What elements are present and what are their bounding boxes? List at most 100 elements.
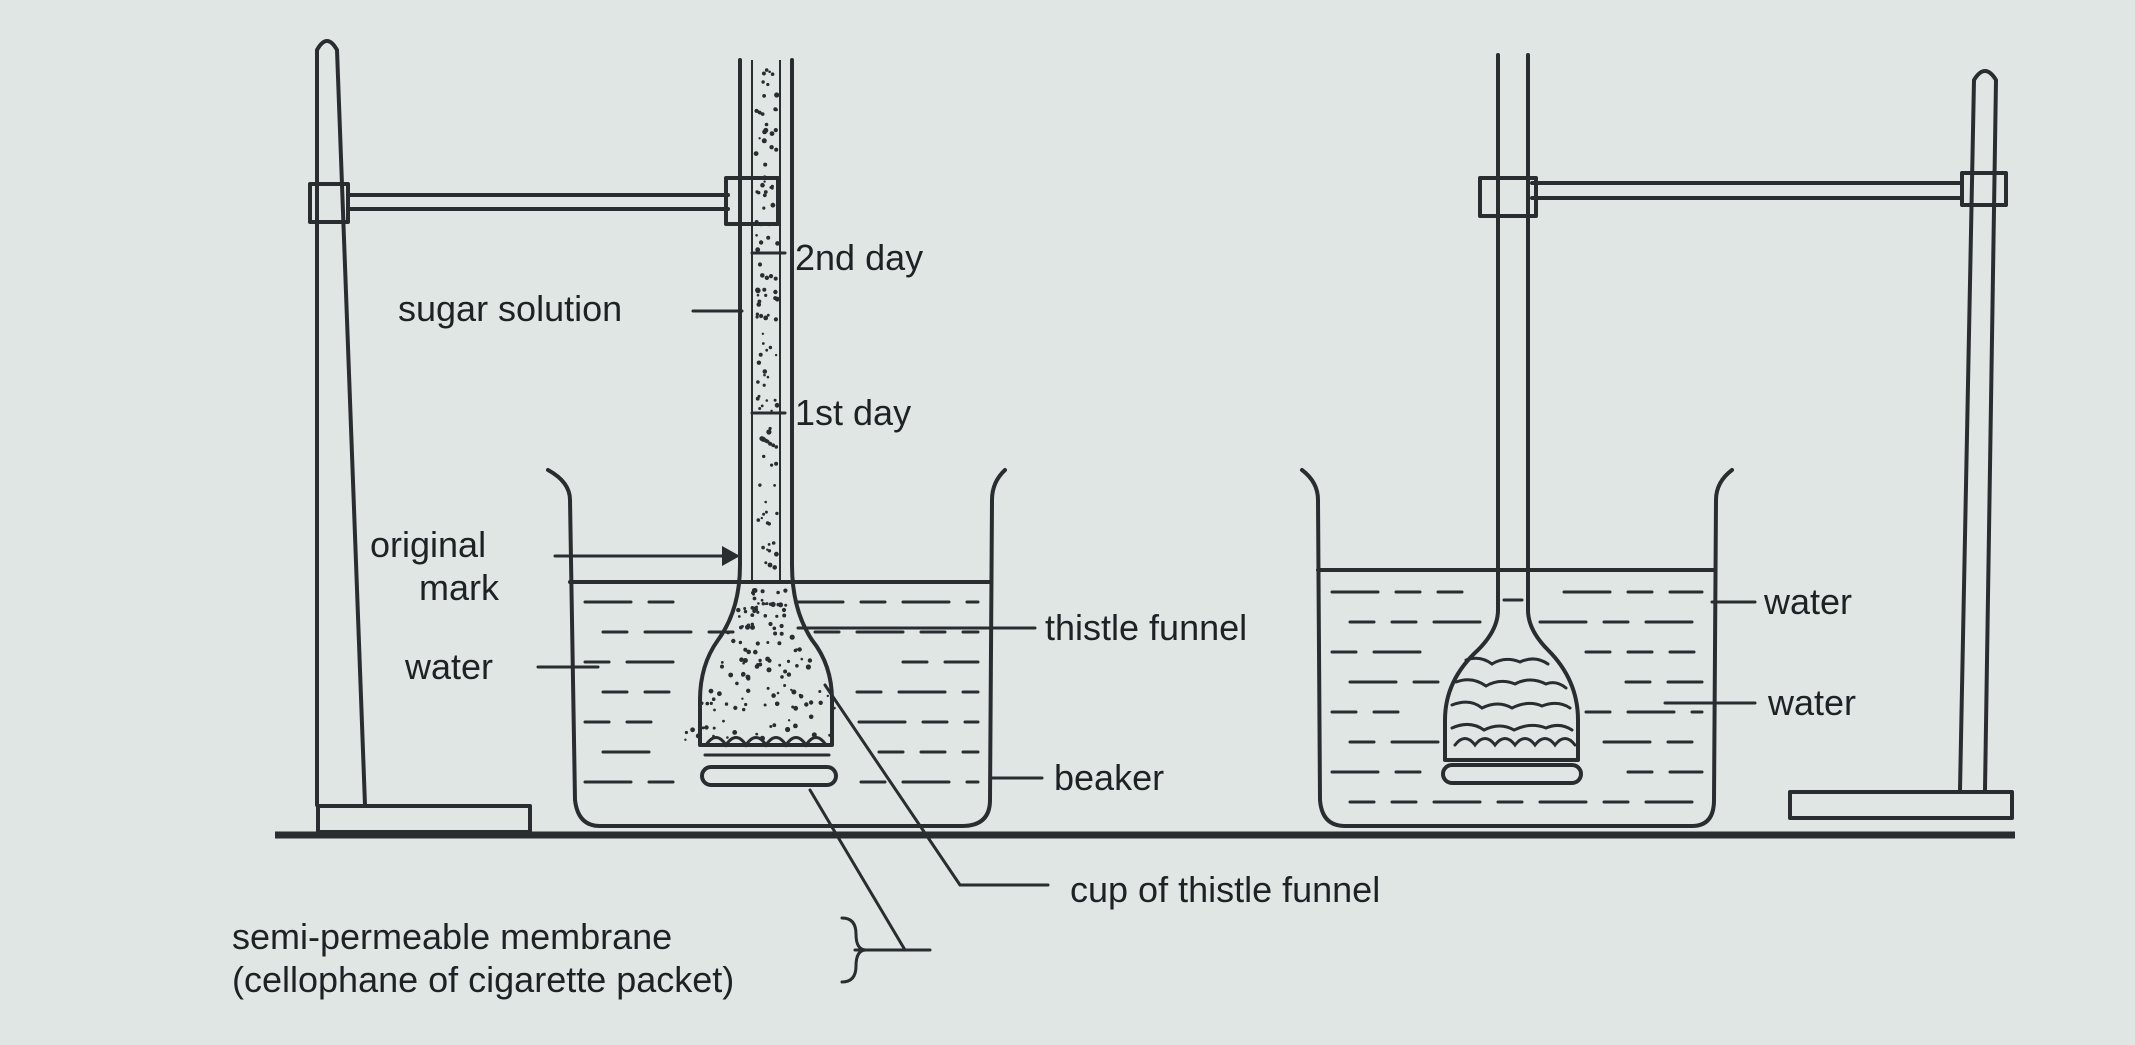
sugar-particle	[764, 510, 768, 514]
sugar-particle	[767, 543, 771, 546]
left-beaker	[546, 468, 1007, 828]
sugar-particle	[757, 602, 760, 605]
sugar-particle	[752, 588, 758, 593]
sugar-particle	[762, 193, 767, 198]
sugar-particle	[750, 606, 755, 610]
sugar-particle	[712, 726, 716, 730]
sugar-particle	[762, 129, 767, 135]
sugar-particle	[739, 625, 743, 630]
sugar-particle	[764, 561, 768, 565]
right-water-dashes	[1330, 590, 1704, 804]
sugar-particle	[741, 697, 744, 700]
sugar-particle	[733, 705, 738, 711]
left-thistle-funnel	[698, 58, 838, 787]
sugar-particle	[742, 661, 745, 665]
sugar-particle	[791, 689, 797, 695]
sugar-particle	[746, 688, 751, 693]
sugar-particle	[799, 694, 804, 699]
sugar-particle	[738, 640, 743, 645]
sugar-particle	[773, 398, 777, 402]
sugar-particle	[766, 429, 772, 435]
sugar-particle	[758, 407, 762, 410]
sugar-particle	[777, 591, 780, 594]
sugar-particle	[766, 82, 770, 87]
sugar-particle	[793, 723, 798, 729]
sugar-particle	[761, 342, 765, 345]
sugar-particle	[756, 302, 762, 307]
sugar-particle	[818, 700, 823, 705]
sugar-particle	[768, 223, 771, 227]
sugar-particle	[760, 598, 764, 602]
sugar-particle	[797, 647, 802, 652]
sugar-particle	[760, 273, 765, 278]
sugar-particle	[751, 592, 756, 596]
sugar-particle	[763, 162, 768, 167]
sugar-particle	[743, 607, 747, 610]
sugar-particle	[768, 70, 771, 74]
sugar-particle	[764, 68, 769, 72]
sugar-particle	[758, 662, 763, 667]
sugar-particle	[756, 360, 762, 365]
sugar-particle	[736, 607, 741, 613]
sugar-particle	[712, 734, 715, 738]
sugar-particle	[774, 402, 780, 408]
sugar-particle	[755, 287, 761, 293]
sugar-particle	[742, 707, 746, 712]
sugar-particle	[793, 648, 798, 653]
sugar-particle	[774, 296, 780, 302]
sugar-particle	[720, 664, 724, 669]
sugar-particle	[786, 672, 792, 677]
label-thistle-funnel: thistle funnel	[1045, 607, 1247, 648]
sugar-particle	[774, 701, 780, 707]
label-water-right-top: water	[1763, 581, 1852, 622]
sugar-particle	[728, 672, 734, 678]
sugar-particle	[773, 128, 778, 133]
label-membrane-2: (cellophane of cigarette packet)	[232, 959, 734, 1000]
sugar-particle	[761, 332, 765, 335]
sugar-particle	[783, 669, 788, 674]
sugar-particle	[764, 293, 768, 297]
sugar-particle	[756, 610, 760, 614]
sugar-particle	[737, 615, 741, 618]
left-water-dashes	[583, 600, 980, 784]
sugar-particle	[713, 708, 716, 712]
sugar-particle	[767, 658, 772, 663]
sugar-particle	[763, 315, 769, 321]
sugar-particle	[770, 409, 773, 412]
sugar-particle	[690, 727, 695, 733]
sugar-particle	[708, 688, 714, 694]
sugar-particle	[757, 394, 761, 398]
sugar-particle	[773, 627, 776, 630]
sugar-particle	[717, 691, 722, 697]
right-thistle-funnel	[1441, 53, 1583, 785]
sugar-particle	[775, 614, 779, 618]
sugar-particle	[755, 315, 759, 319]
sugar-particle	[724, 702, 729, 706]
sugar-particle	[768, 621, 773, 627]
sugar-particle	[759, 735, 766, 741]
sugar-particle	[826, 694, 829, 698]
sugar-particle	[743, 647, 748, 652]
sugar-particle	[818, 690, 822, 693]
sugar-particle	[758, 352, 763, 357]
sugar-particle	[769, 563, 772, 567]
label-water-left: water	[404, 646, 493, 687]
sugar-particle	[804, 702, 809, 707]
sugar-particle	[767, 522, 771, 526]
sugar-particle	[833, 706, 836, 710]
sugar-particle	[754, 220, 759, 224]
sugar-particle	[808, 700, 814, 705]
original-mark-arrowhead	[722, 546, 740, 566]
sugar-particle	[800, 657, 804, 661]
sugar-particle	[760, 182, 765, 188]
sugar-particle	[700, 701, 704, 705]
sugar-particle	[780, 675, 784, 679]
sugar-particle	[745, 674, 751, 680]
label-water-right-lower: water	[1767, 682, 1856, 723]
sugar-particle	[784, 603, 788, 607]
sugar-particle	[750, 613, 755, 617]
label-sugar-solution: sugar solution	[398, 288, 622, 329]
sugar-particle	[755, 234, 758, 237]
sugar-particle	[760, 112, 765, 116]
